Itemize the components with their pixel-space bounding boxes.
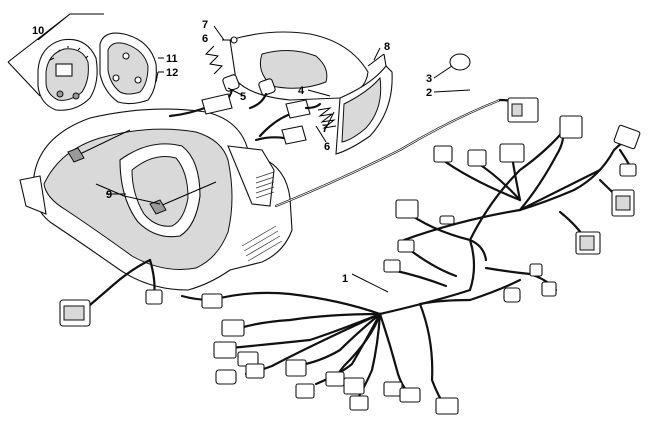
callout-5: 5 — [240, 91, 246, 103]
callout-2: 2 — [426, 87, 432, 99]
gauge-housing — [99, 32, 157, 105]
retaining-ring — [449, 53, 471, 71]
callout-8: 8 — [384, 41, 390, 53]
callout-6a: 6 — [202, 33, 208, 45]
harness-connectors — [59, 97, 641, 415]
callout-7a: 7 — [202, 19, 208, 31]
callout-11: 11 — [166, 53, 178, 65]
callout-12: 12 — [166, 67, 178, 79]
callout-10: 10 — [32, 25, 44, 37]
speedometer-gauge — [37, 38, 98, 111]
callout-9: 9 — [106, 189, 112, 201]
instrument-cluster-group — [7, 13, 164, 111]
callout-6b: 6 — [324, 141, 330, 153]
hood-fairing — [19, 108, 293, 291]
callout-10-bracket — [7, 13, 104, 97]
callout-labels: 1 2 3 4 5 6 6 7 7 8 9 10 11 12 — [32, 19, 432, 285]
leader-lines — [106, 25, 471, 293]
callout-7b: 7 — [322, 123, 328, 135]
callout-4: 4 — [298, 85, 305, 97]
adjuster-springs — [204, 36, 337, 129]
mounting-bolts — [67, 129, 217, 215]
callout-1: 1 — [342, 273, 348, 285]
headlight-assembly — [229, 31, 393, 155]
callout-3: 3 — [426, 73, 432, 85]
headlight-sub-harness — [168, 93, 322, 145]
